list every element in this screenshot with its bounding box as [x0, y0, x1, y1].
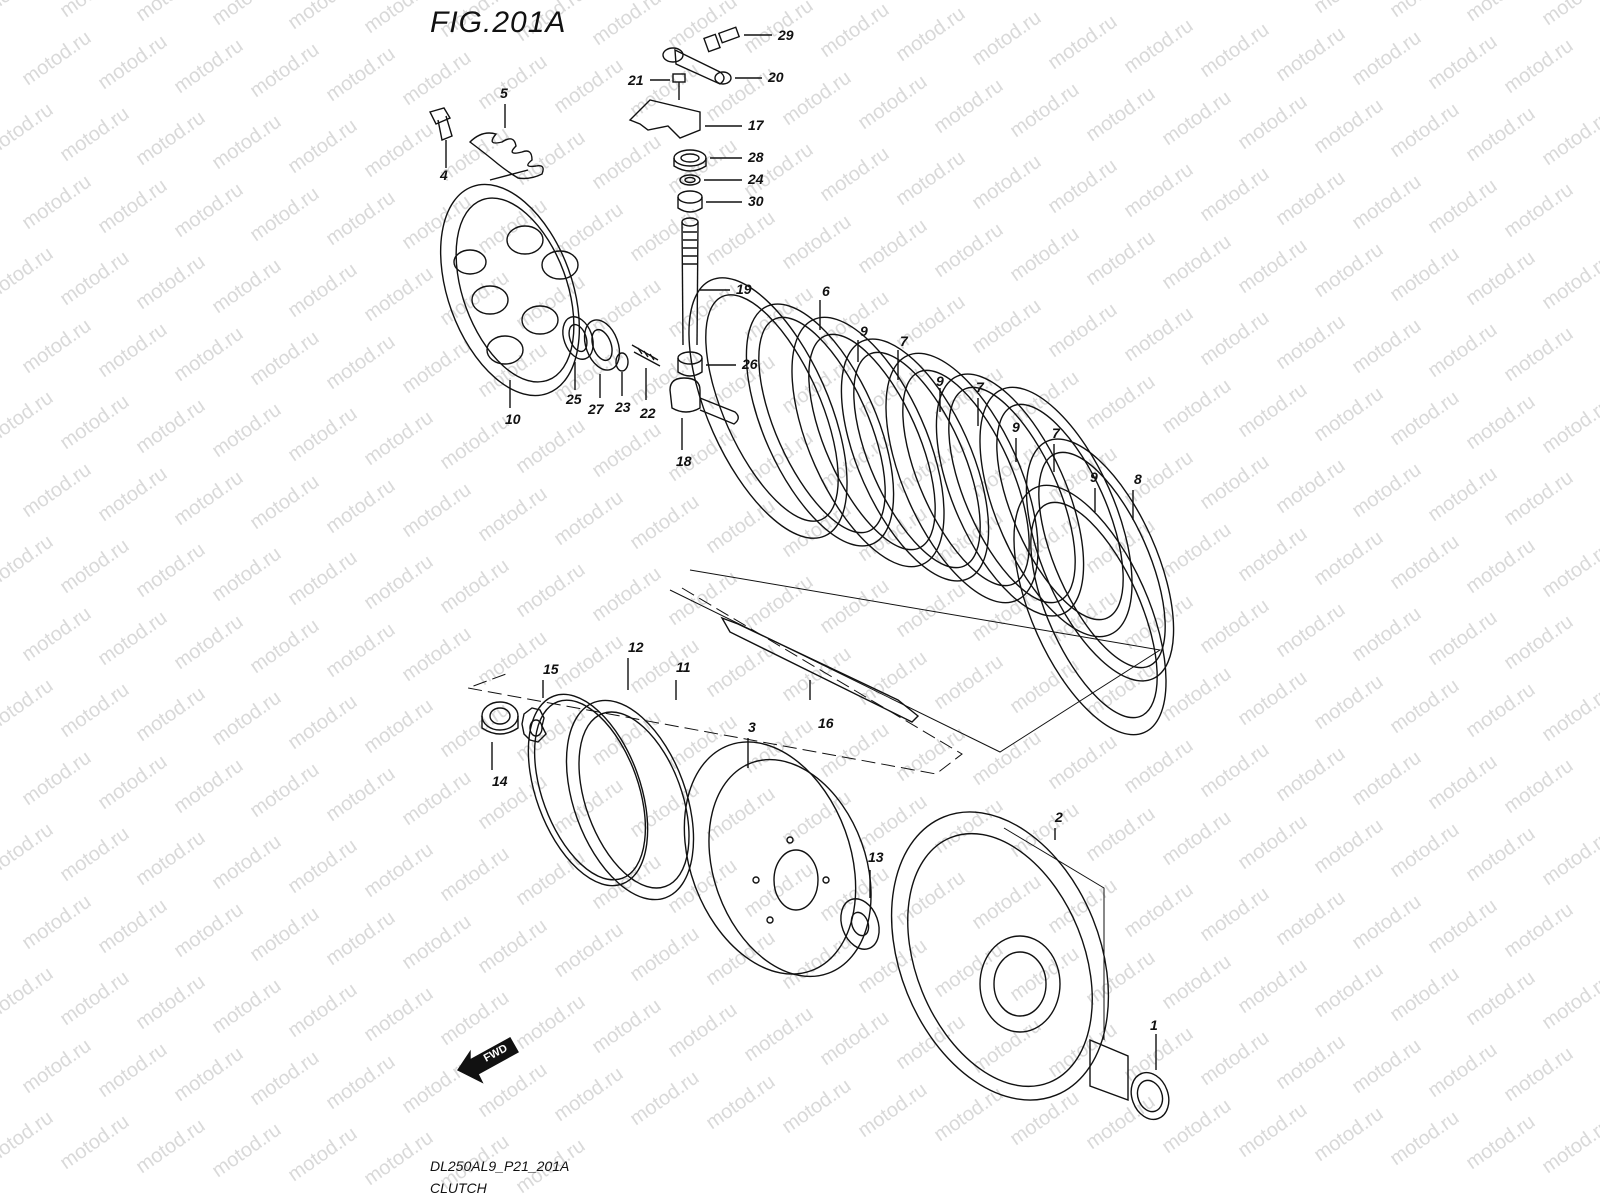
part-2-clutch-housing[interactable]	[851, 779, 1149, 1132]
part-label-1[interactable]: 1	[1150, 1017, 1158, 1033]
part-15-lock-washer[interactable]	[521, 680, 547, 743]
part-label-22[interactable]: 22	[639, 405, 656, 421]
part-label-29[interactable]: 29	[777, 27, 794, 43]
part-label-26[interactable]: 26	[741, 356, 758, 372]
part-label-8[interactable]: 8	[1134, 471, 1142, 487]
part-label-9-3[interactable]: 9	[1012, 419, 1020, 435]
part-label-7-2[interactable]: 7	[976, 379, 985, 395]
plate-8-drive[interactable]	[983, 464, 1198, 756]
part-25-washer[interactable]	[557, 313, 598, 390]
part-label-25[interactable]: 25	[565, 391, 582, 407]
part-29-bolt[interactable]	[703, 26, 772, 53]
plate-stack-bracket	[669, 569, 1162, 753]
part-label-11[interactable]: 11	[676, 659, 691, 675]
plate-9-driven-3[interactable]	[906, 353, 1114, 636]
plate-9-driven[interactable]	[716, 283, 924, 566]
part-18-release-cam[interactable]	[669, 377, 739, 450]
part-label-17[interactable]: 17	[748, 117, 765, 133]
part-30-bearing[interactable]	[677, 190, 742, 213]
part-label-28[interactable]: 28	[747, 149, 764, 165]
part-10-pressure-plate[interactable]	[414, 165, 606, 414]
part-28-oil-seal[interactable]	[673, 149, 742, 172]
part-label-10[interactable]: 10	[505, 411, 521, 427]
plate-7-drive[interactable]	[761, 296, 976, 588]
part-label-6[interactable]: 6	[822, 283, 830, 299]
part-4-bolt[interactable]	[428, 107, 453, 168]
part-5-spring[interactable]	[468, 104, 544, 181]
push-rod-bracket	[466, 587, 963, 775]
part-14-nut[interactable]	[481, 701, 519, 770]
part-number-labels: 1234567778999910111213141516171819202122…	[439, 27, 1158, 1033]
plate-7-drive-3[interactable]	[949, 366, 1164, 658]
part-22-adjusting-screw[interactable]	[631, 344, 661, 400]
part-label-19[interactable]: 19	[736, 281, 752, 297]
part-label-20[interactable]: 20	[767, 69, 784, 85]
part-13-thrust-washer[interactable]	[834, 870, 886, 955]
part-label-7[interactable]: 7	[900, 333, 909, 349]
part-20-release-lever[interactable]	[662, 47, 762, 85]
part-16-push-rod[interactable]	[720, 616, 920, 723]
part-21-bolt[interactable]	[650, 73, 686, 100]
part-label-15[interactable]: 15	[543, 661, 559, 677]
part-label-27[interactable]: 27	[587, 401, 605, 417]
figure-code: DL250AL9_P21_201A	[430, 1158, 570, 1174]
part-24-washer[interactable]	[679, 174, 742, 186]
part-27-thrust-bearing[interactable]	[578, 315, 626, 398]
part-23-washer[interactable]	[615, 352, 629, 396]
part-label-24[interactable]: 24	[747, 171, 764, 187]
part-label-30[interactable]: 30	[748, 193, 764, 209]
part-3-sleeve-hub[interactable]	[654, 718, 900, 999]
part-1-washer[interactable]	[1125, 1034, 1175, 1125]
part-label-13[interactable]: 13	[868, 849, 884, 865]
part-19-release-shaft[interactable]	[681, 217, 730, 346]
part-label-18[interactable]: 18	[676, 453, 692, 469]
part-label-7-3[interactable]: 7	[1052, 425, 1061, 441]
part-label-16[interactable]: 16	[818, 715, 834, 731]
part-label-4[interactable]: 4	[439, 167, 448, 183]
part-11-ring[interactable]	[542, 680, 718, 917]
plate-6-drive[interactable]	[656, 256, 880, 561]
part-label-23[interactable]: 23	[614, 399, 631, 415]
part-label-9[interactable]: 9	[860, 323, 868, 339]
part-label-9-2[interactable]: 9	[936, 373, 944, 389]
figure-name: CLUTCH	[430, 1180, 487, 1196]
forward-arrow-icon	[456, 1037, 519, 1084]
part-label-14[interactable]: 14	[492, 773, 508, 789]
plate-9-driven-2[interactable]	[811, 318, 1019, 601]
part-label-2[interactable]: 2	[1054, 809, 1063, 825]
part-12-o-ring[interactable]	[505, 658, 671, 902]
part-label-9-4[interactable]: 9	[1090, 469, 1098, 485]
part-label-5[interactable]: 5	[500, 85, 508, 101]
plate-9-driven-4[interactable]	[996, 418, 1204, 701]
part-label-3[interactable]: 3	[748, 719, 756, 735]
part-17-plate[interactable]	[628, 99, 742, 139]
part-label-21[interactable]: 21	[627, 72, 644, 88]
part-label-12[interactable]: 12	[628, 639, 644, 655]
figure-title: FIG.201A	[430, 6, 567, 39]
